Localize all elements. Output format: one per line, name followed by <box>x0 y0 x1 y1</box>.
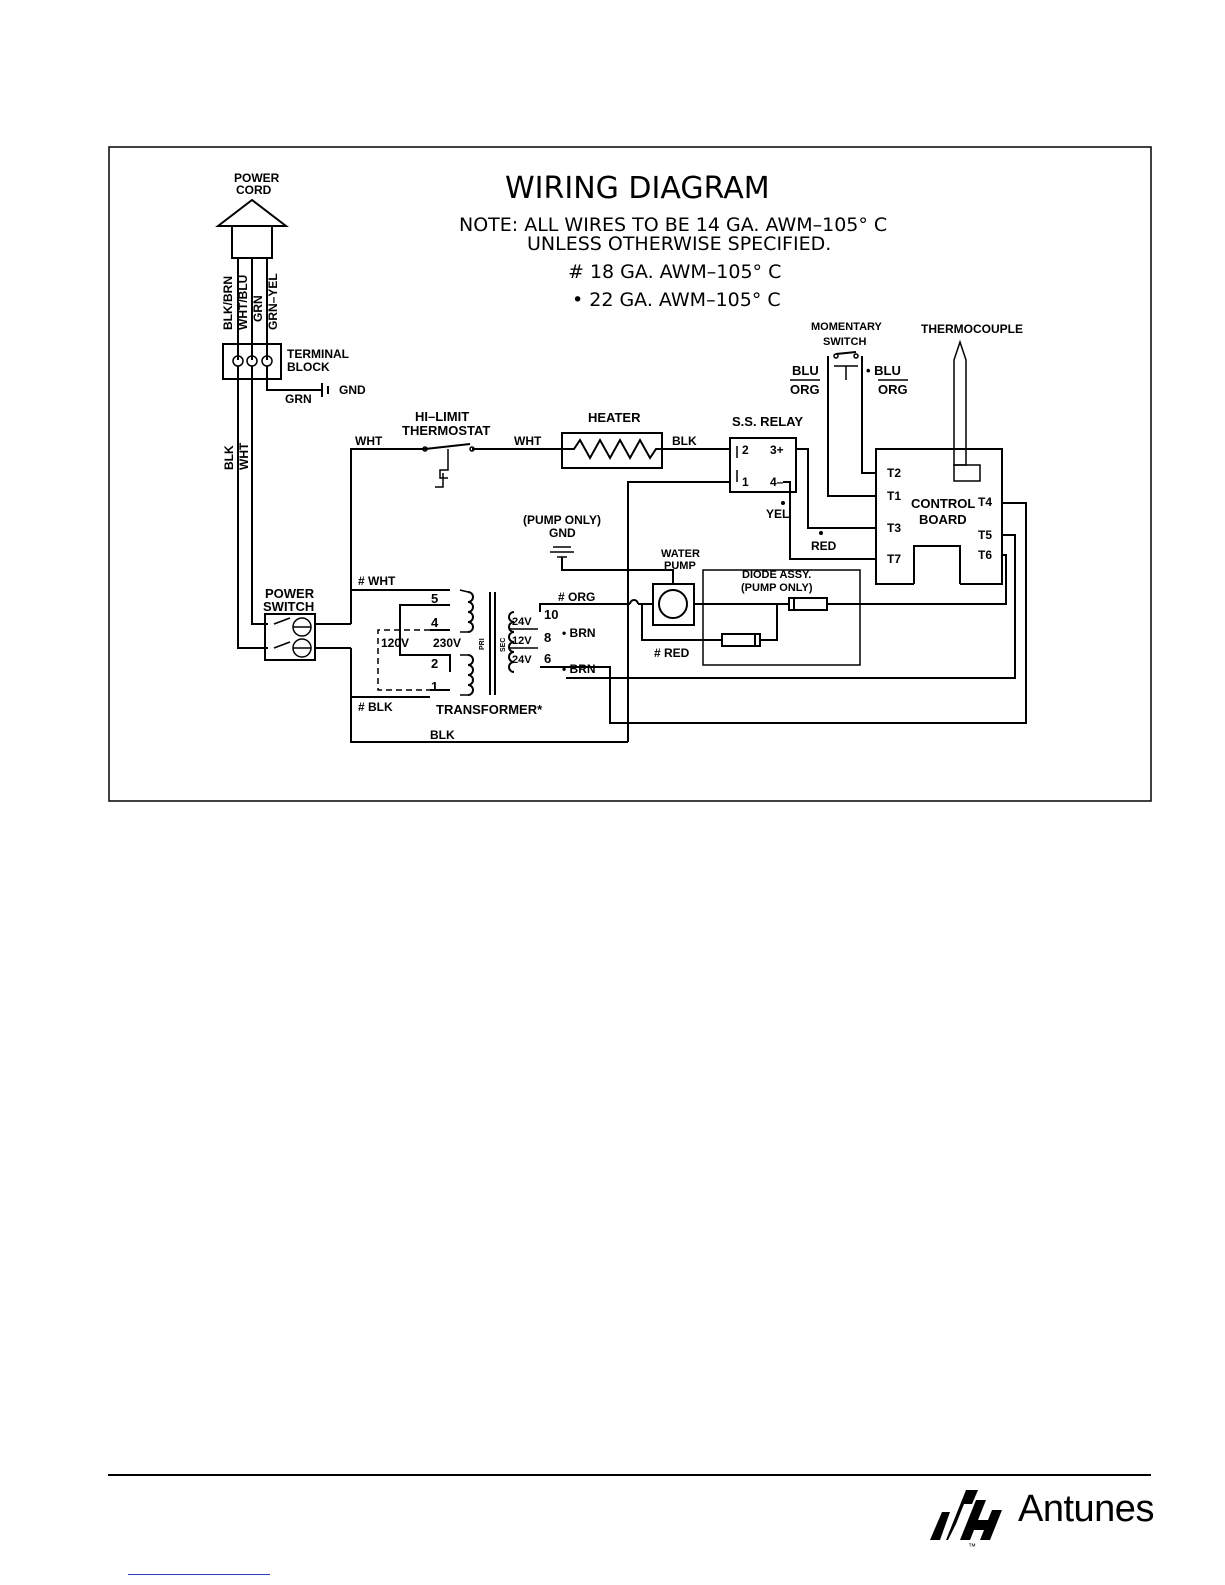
board-terminal-t2: T2 <box>887 466 901 480</box>
thermocouple-label: THERMOCOUPLE <box>921 322 1023 336</box>
sec-voltage-24v-bottom: 24V <box>512 654 532 666</box>
wire-wht-heater: WHT <box>514 434 542 448</box>
thermocouple-probe-icon <box>953 339 967 466</box>
wire-wht-switch: # WHT <box>358 574 396 588</box>
wire-blu-right: • BLU <box>866 363 901 378</box>
power-switch-label-2: SWITCH <box>263 599 314 614</box>
diode-assy-label-2: (PUMP ONLY) <box>741 582 813 594</box>
board-terminal-t1: T1 <box>887 489 901 503</box>
relay-terminal-1: 1 <box>742 475 749 489</box>
wire-yel: YEL <box>766 507 789 521</box>
footer-rule <box>108 1474 1151 1476</box>
heater <box>561 432 663 469</box>
wire-blk-vertical: BLK <box>222 445 236 470</box>
wire-org-left: ORG <box>790 382 820 397</box>
board-terminal-t4: T4 <box>978 495 992 509</box>
relay-terminal-3: 3+ <box>770 443 784 457</box>
board-terminal-t5: T5 <box>978 528 992 542</box>
wire-red-pump: # RED <box>654 646 690 660</box>
power-cord-plug-icon <box>215 198 289 227</box>
wire-org-right: ORG <box>878 382 908 397</box>
power-cord-label-1: POWER <box>234 171 280 185</box>
transformer-terminal-2: 2 <box>431 656 438 671</box>
wire-org-pump: # ORG <box>558 590 595 604</box>
grn-ground-wire: GRN <box>285 392 312 406</box>
wire-blk-bottom: BLK <box>430 728 455 742</box>
terminal-block-label-1: TERMINAL <box>287 347 349 361</box>
note-line-4: • 22 GA. AWM–105° C <box>572 289 781 311</box>
ss-relay-label: S.S. RELAY <box>732 414 803 429</box>
wire-brn-8: • BRN <box>562 626 596 640</box>
voltage-120v: 120V <box>381 636 409 650</box>
note-line-1: NOTE: ALL WIRES TO BE 14 GA. AWM–105° C <box>459 214 887 236</box>
transformer-terminal-10: 10 <box>544 607 558 622</box>
ss-relay <box>729 437 797 493</box>
transformer-sec-label: SEC <box>500 638 507 652</box>
wire-blk-heater: BLK <box>672 434 697 448</box>
relay-terminal-4: 4– <box>770 475 784 489</box>
brand-tm: ™ <box>968 1542 976 1551</box>
wire-blk-brn: BLK/BRN <box>221 276 235 330</box>
sec-voltage-24v-top: 24V <box>512 616 532 628</box>
gnd-label: GND <box>339 383 366 397</box>
note-line-2: UNLESS OTHERWISE SPECIFIED. <box>527 233 831 255</box>
sec-voltage-12v: 12V <box>512 635 532 647</box>
momentary-switch-label-1: MOMENTARY <box>811 321 883 333</box>
heater-label: HEATER <box>588 410 641 425</box>
pump-gnd-label-2: GND <box>549 526 576 540</box>
page-link-underline[interactable] <box>128 1574 270 1575</box>
hi-limit-label-2: THERMOSTAT <box>402 423 490 438</box>
transformer-terminal-1: 1 <box>431 679 438 694</box>
diode-assembly <box>702 569 861 666</box>
wire-brn-6: • BRN <box>562 662 596 676</box>
transformer-label: TRANSFORMER* <box>436 702 543 717</box>
wire-blu-left: BLU <box>792 363 819 378</box>
transformer-terminal-8: 8 <box>544 630 551 645</box>
transformer-secondary-coil <box>508 611 515 673</box>
board-terminal-t3: T3 <box>887 521 901 535</box>
transformer-terminal-6: 6 <box>544 651 551 666</box>
transformer-primary-coil <box>467 591 474 696</box>
power-cord-body <box>231 225 273 259</box>
wire-red-relay: RED <box>811 539 837 553</box>
transformer-terminal-4: 4 <box>431 615 439 630</box>
relay-terminal-2: 2 <box>742 443 749 457</box>
transformer-pri-label: PRI <box>479 638 486 650</box>
wire-grn: GRN <box>251 295 265 322</box>
wire-wht-vertical: WHT <box>237 442 251 470</box>
terminal-block-label-2: BLOCK <box>287 360 330 374</box>
hi-limit-label-1: HI–LIMIT <box>415 409 469 424</box>
brand-name: Antunes <box>1018 1488 1154 1530</box>
antunes-logo-mark-icon <box>930 1490 1002 1540</box>
control-board-label-1: CONTROL <box>911 496 975 511</box>
power-cord-label-2: CORD <box>236 183 272 197</box>
power-switch-label-1: POWER <box>265 586 315 601</box>
diode-assy-label-1: DIODE ASSY. <box>742 569 811 581</box>
note-line-3: # 18 GA. AWM–105° C <box>568 261 781 283</box>
water-pump-label-2: PUMP <box>664 560 696 572</box>
momentary-switch-label-2: SWITCH <box>823 336 866 348</box>
diagram-frame <box>108 146 1152 802</box>
power-switch <box>264 613 316 661</box>
antunes-logo: Antunes ™ <box>928 1482 1158 1562</box>
wire-wht-blu: WHT/BLU <box>236 275 250 330</box>
pump-gnd-label-1: (PUMP ONLY) <box>523 513 601 527</box>
control-board-label-2: BOARD <box>919 512 967 527</box>
board-terminal-t6: T6 <box>978 548 992 562</box>
wire-grn-yel: GRN–YEL <box>266 273 280 330</box>
wire-blk-switch: # BLK <box>358 700 393 714</box>
board-terminal-t7: T7 <box>887 552 901 566</box>
transformer-terminal-5: 5 <box>431 591 438 606</box>
wire-wht-left: WHT <box>355 434 383 448</box>
water-pump-label-1: WATER <box>661 548 700 560</box>
voltage-230v: 230V <box>433 636 461 650</box>
diagram-title: WIRING DIAGRAM <box>505 171 770 206</box>
